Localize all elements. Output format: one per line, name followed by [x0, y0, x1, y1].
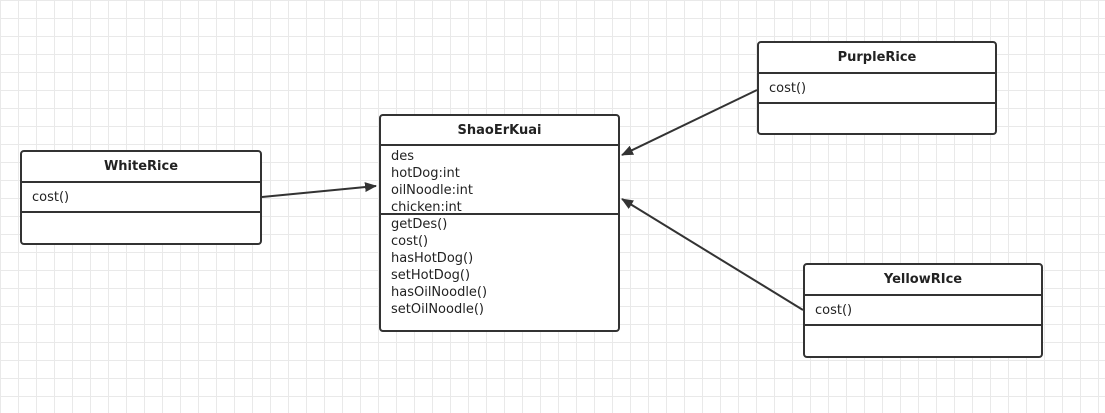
- attribute-item: cost(): [769, 80, 807, 96]
- method-item: cost(): [391, 234, 429, 249]
- attribute-item: cost(): [815, 302, 853, 318]
- method-item: getDes(): [391, 217, 448, 232]
- attributes-section: cost(): [759, 74, 995, 104]
- class-box-yellowrice[interactable]: YellowRIce cost(): [803, 263, 1043, 358]
- attribute-item: des: [391, 149, 415, 164]
- attribute-item: hotDog:int: [391, 166, 460, 181]
- class-name: PurpleRice: [759, 43, 995, 74]
- methods-section: [22, 213, 260, 215]
- method-item: hasHotDog(): [391, 251, 474, 266]
- method-item: setOilNoodle(): [391, 302, 484, 317]
- attribute-item: oilNoodle:int: [391, 183, 473, 198]
- methods-section: [759, 104, 995, 106]
- class-box-whiterice[interactable]: WhiteRice cost(): [20, 150, 262, 245]
- methods-section: [805, 326, 1041, 328]
- attribute-item: chicken:int: [391, 200, 462, 215]
- arrow-whiterice-to-shaoerkuai[interactable]: [261, 182, 377, 198]
- class-name: YellowRIce: [805, 265, 1041, 296]
- class-box-shaoerkuai[interactable]: ShaoErKuai des hotDog:int oilNoodle:int …: [379, 114, 620, 332]
- method-item: setHotDog(): [391, 268, 471, 283]
- attributes-section: cost(): [805, 296, 1041, 326]
- attributes-section: des hotDog:int oilNoodle:int chicken:int: [381, 146, 618, 215]
- class-name: ShaoErKuai: [381, 116, 618, 146]
- class-name: WhiteRice: [22, 152, 260, 183]
- attribute-item: cost(): [32, 189, 70, 205]
- arrow-purplerice-to-shaoerkuai[interactable]: [621, 89, 758, 156]
- class-box-purplerice[interactable]: PurpleRice cost(): [757, 41, 997, 135]
- methods-section: getDes() cost() hasHotDog() setHotDog() …: [381, 215, 618, 319]
- method-item: hasOilNoodle(): [391, 285, 488, 300]
- attributes-section: cost(): [22, 183, 260, 213]
- arrow-yellowrice-to-shaoerkuai[interactable]: [621, 198, 804, 311]
